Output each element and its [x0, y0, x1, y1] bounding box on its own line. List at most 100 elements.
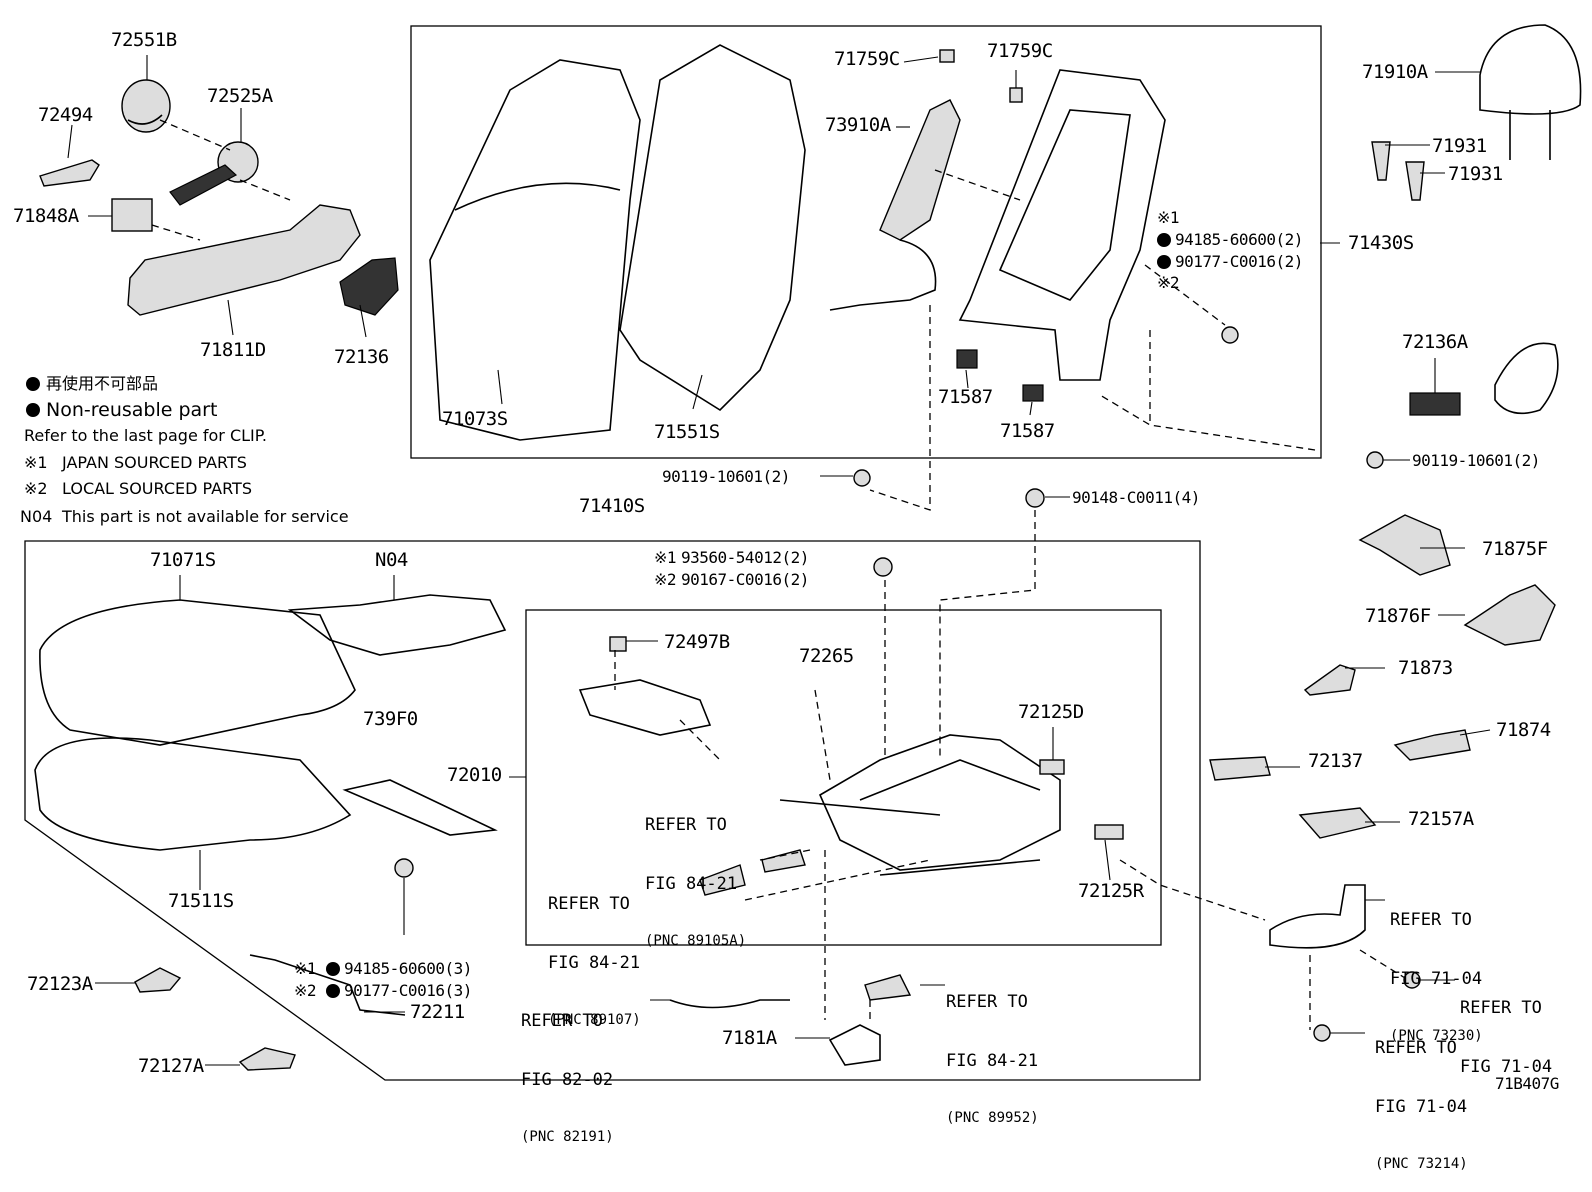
refer-89105A[interactable]: REFER TO FIG 84-21 (PNC 89105A): [645, 777, 746, 969]
label-90148-C0011[interactable]: 90148-C0011(4): [1072, 488, 1200, 507]
label-71876F[interactable]: 71876F: [1365, 605, 1431, 627]
label-71410S[interactable]: 71410S: [579, 495, 645, 517]
legend-local-mark: ※2: [24, 479, 48, 498]
label-93560-54012[interactable]: 93560-54012(2): [681, 548, 809, 567]
legend-jp: 再使用不可部品: [46, 374, 159, 393]
label-72125R[interactable]: 72125R: [1078, 880, 1144, 902]
cover-71848A-shape: [111, 198, 153, 232]
frame-71430S-shape: [958, 69, 1166, 381]
label-90177-C0016-2[interactable]: 90177-C0016(2): [1175, 252, 1303, 271]
label-71811D[interactable]: 71811D: [200, 339, 266, 361]
wire-N04-shape: [287, 594, 507, 656]
label-72211[interactable]: 72211: [410, 1001, 465, 1023]
label-90119-10601-center[interactable]: 90119-10601(2): [662, 467, 790, 486]
label-72010[interactable]: 72010: [447, 764, 502, 786]
bolt-73214-shape: [1313, 1024, 1331, 1042]
label-72551B[interactable]: 72551B: [111, 29, 177, 51]
refer-73230[interactable]: REFER TO FIG 71-04 (PNC 73230): [1390, 872, 1483, 1064]
label-94185-60600-2[interactable]: 94185-60600(2): [1175, 230, 1303, 249]
label-90119-10601-right[interactable]: 90119-10601(2): [1412, 451, 1540, 470]
label-N04[interactable]: N04: [375, 549, 408, 571]
connector-89107-shape: [699, 864, 746, 896]
mark-local-c: ※2: [294, 981, 317, 1000]
refer-89952-pnc: (PNC 89952): [946, 1110, 1039, 1127]
label-71931-a[interactable]: 71931: [1432, 135, 1487, 157]
airbag-73910A-shape: [879, 99, 961, 241]
label-90167-C0016[interactable]: 90167-C0016(2): [681, 570, 809, 589]
bolt-90148-shape: [1025, 488, 1045, 508]
refer-89952-l2: FIG 84-21: [946, 1050, 1039, 1071]
bolt-90119-r-shape: [1366, 451, 1384, 469]
dot-90177-2: [1157, 255, 1171, 269]
label-72123A[interactable]: 72123A: [27, 973, 93, 995]
label-71759C-a[interactable]: 71759C: [834, 48, 900, 70]
label-71910A[interactable]: 71910A: [1362, 61, 1428, 83]
headrest-71910A-shape: [1479, 24, 1582, 115]
label-90177-C0016-3[interactable]: 90177-C0016(3): [344, 981, 472, 1000]
label-71873[interactable]: 71873: [1398, 657, 1453, 679]
guide-71931-b-shape: [1405, 161, 1425, 201]
refer-89952-l1: REFER TO: [946, 992, 1028, 1013]
label-71759C-b[interactable]: 71759C: [987, 40, 1053, 62]
clip-72125R-shape: [1094, 824, 1124, 840]
label-71875F[interactable]: 71875F: [1482, 538, 1548, 560]
label-72497B[interactable]: 72497B: [664, 631, 730, 653]
nut-71759C-b-shape: [1009, 87, 1023, 103]
legend-local-sourced: LOCAL SOURCED PARTS: [62, 479, 252, 498]
cover-71875F-shape: [1358, 514, 1451, 576]
cover-72157A-shape: [1298, 807, 1377, 839]
refer-82191-l1: REFER TO: [521, 1011, 603, 1032]
parts-diagram: 再使用不可部品 Non-reusable part Refer to the l…: [13, 24, 1582, 1172]
label-71587-a[interactable]: 71587: [938, 386, 993, 408]
label-71931-b[interactable]: 71931: [1448, 163, 1503, 185]
cover-72137-shape: [1209, 756, 1271, 781]
label-72137[interactable]: 72137: [1308, 750, 1363, 772]
refer-73214[interactable]: REFER TO FIG 71-04 (PNC 73214): [1375, 1000, 1468, 1192]
cushion-group-frame: [24, 540, 1201, 1081]
refer-7104[interactable]: REFER TO FIG 71-04: [1460, 960, 1552, 1097]
switch-72136-shape: [339, 257, 399, 316]
label-72127A[interactable]: 72127A: [138, 1055, 204, 1077]
refer-89952[interactable]: REFER TO FIG 84-21 (PNC 89952): [946, 954, 1039, 1146]
mark-japan-b: ※1: [654, 548, 677, 567]
label-71073S[interactable]: 71073S: [442, 408, 508, 430]
label-73910A[interactable]: 73910A: [825, 114, 891, 136]
cover-71071S-shape: [39, 599, 356, 746]
refer-89107-l1: REFER TO: [548, 894, 630, 915]
label-94185-60600-3[interactable]: 94185-60600(3): [344, 959, 472, 978]
refer-73214-pnc: (PNC 73214): [1375, 1156, 1468, 1173]
dot-94185-3: [326, 962, 340, 976]
label-72157A[interactable]: 72157A: [1408, 808, 1474, 830]
label-72265[interactable]: 72265: [799, 645, 854, 667]
label-72136A[interactable]: 72136A: [1402, 331, 1468, 353]
lever-72497B-shape: [578, 679, 712, 736]
label-71430S[interactable]: 71430S: [1348, 232, 1414, 254]
label-71848A[interactable]: 71848A: [13, 205, 79, 227]
adjuster-72010-shape: [818, 734, 1061, 871]
refer-7104-l2: FIG 71-04: [1460, 1056, 1553, 1077]
label-71551S[interactable]: 71551S: [654, 421, 720, 443]
legend-japan-mark: ※1: [24, 453, 48, 472]
dot-90177-3: [326, 984, 340, 998]
seatback-group-frame: [410, 25, 1322, 459]
label-7181A[interactable]: 7181A: [722, 1027, 777, 1049]
label-71587-b[interactable]: 71587: [1000, 420, 1055, 442]
bolt-90119-c-shape: [853, 469, 871, 487]
label-72136[interactable]: 72136: [334, 346, 389, 368]
label-739F0[interactable]: 739F0: [363, 708, 418, 730]
label-71874[interactable]: 71874: [1496, 719, 1551, 741]
nut-71759C-a-shape: [939, 49, 955, 63]
harness-82191-shape: [669, 999, 790, 1009]
label-71071S[interactable]: 71071S: [150, 549, 216, 571]
label-72494[interactable]: 72494: [38, 104, 93, 126]
refer-89107[interactable]: REFER TO FIG 84-21 (PNC 89107): [548, 856, 641, 1048]
cover-72127A-shape: [238, 1047, 296, 1071]
label-71511S[interactable]: 71511S: [168, 890, 234, 912]
legend-non-reusable: Non-reusable part: [46, 399, 218, 421]
refer-73214-l2: FIG 71-04: [1375, 1096, 1468, 1117]
label-72125D[interactable]: 72125D: [1018, 701, 1084, 723]
label-72525A[interactable]: 72525A: [207, 85, 273, 107]
refer-82191[interactable]: REFER TO FIG 82-02 (PNC 82191): [521, 973, 614, 1165]
cover-71874-shape: [1393, 729, 1471, 761]
bolt-93560-shape: [873, 557, 893, 577]
